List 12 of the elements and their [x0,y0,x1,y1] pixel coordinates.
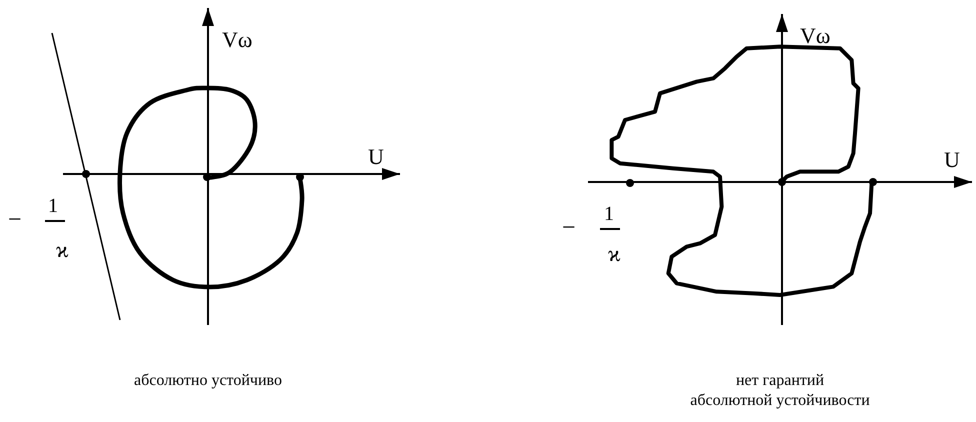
axis-label: U [944,146,960,174]
axis-label: Vω [222,26,252,54]
fraction-denominator: ϰ [608,240,620,268]
fraction-denominator: ϰ [56,236,68,264]
caption-text: нет гарантий абсолютной устойчивости [689,371,871,411]
caption-text: абсолютно устойчиво [133,371,283,391]
minus-sign: − [8,206,22,235]
fraction-numerator: 1 [604,202,614,227]
axis-label: U [368,143,384,170]
minus-sign: − [562,214,576,243]
axis-label: Vω [800,22,830,50]
fraction-numerator: 1 [48,194,58,219]
